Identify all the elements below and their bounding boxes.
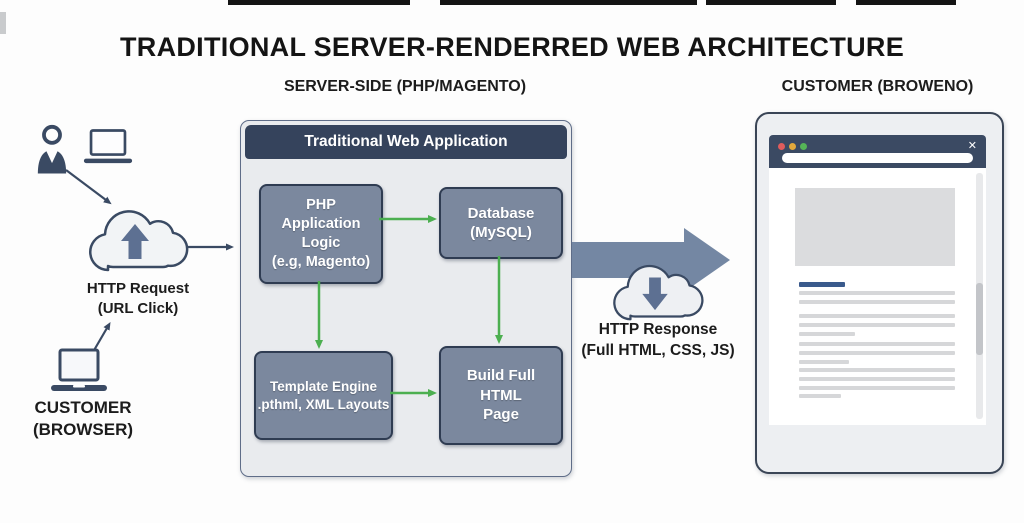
content-text-line — [799, 300, 955, 304]
traffic-light-dot — [789, 143, 796, 150]
content-text-line — [799, 342, 955, 346]
customer-laptop-icon — [51, 348, 107, 391]
arrow-user-to-cloud — [65, 169, 112, 205]
browser-close-icon: ✕ — [967, 140, 977, 152]
content-text-line — [799, 360, 849, 364]
top-crop-artifact — [706, 0, 836, 5]
response-arrow-icon — [572, 228, 730, 292]
upload-arrow-icon — [121, 224, 149, 259]
browser-address-bar — [782, 153, 973, 163]
content-text-line — [799, 377, 955, 381]
content-heading-bar — [799, 282, 845, 287]
customer-caption: CUSTOMER (BROWSER) — [18, 397, 148, 441]
browser-title-bar: ✕ — [769, 135, 986, 168]
content-text-line — [799, 314, 955, 318]
client-flow-arrows — [65, 169, 234, 353]
content-text-line — [799, 332, 855, 336]
customer-panel: ✕ — [755, 112, 1004, 474]
http-response-label: HTTP Response — [598, 321, 718, 338]
traffic-lights — [778, 143, 807, 150]
node-template-engine: Template Engine .pthml, XML Layouts — [254, 351, 393, 440]
http-response-caption: HTTP Response (Full HTML, CSS, JS) — [578, 320, 738, 362]
http-response-cloud-icon — [613, 264, 704, 321]
content-text-line — [799, 394, 841, 398]
top-crop-artifact — [856, 0, 956, 5]
http-request-label: HTTP Request — [86, 280, 190, 297]
top-crop-artifact — [228, 0, 410, 5]
http-request-cloud-icon — [89, 210, 189, 272]
page-title: TRADITIONAL SERVER-RENDERRED WEB ARCHITE… — [119, 32, 905, 63]
download-arrow-icon — [642, 277, 668, 311]
content-text-line — [799, 291, 955, 295]
node-php-application-logic: PHP Application Logic (e.g, Magento) — [259, 184, 383, 284]
traffic-light-dot — [778, 143, 785, 150]
top-crop-artifact — [440, 0, 697, 5]
browser-scrollbar-thumb — [976, 283, 983, 355]
server-side-label: SERVER-SIDE (PHP/MAGENTO) — [283, 78, 527, 95]
content-text-line — [799, 323, 955, 327]
content-image-placeholder — [795, 188, 955, 266]
server-panel-header: Traditional Web Application — [245, 125, 567, 159]
content-text-line — [799, 368, 955, 372]
person-icon — [37, 124, 67, 174]
left-edge-artifact — [0, 12, 6, 34]
server-panel: Traditional Web Application PHP Applicat… — [240, 120, 572, 477]
node-database-mysql: Database (MySQL) — [439, 187, 563, 259]
http-request-caption: HTTP Request (URL Click) — [58, 279, 218, 320]
customer-label: CUSTOMER — [34, 398, 132, 417]
laptop-icon — [83, 129, 133, 164]
customer-side-label: CUSTOMER (BROWENO) — [781, 78, 974, 95]
content-text-line — [799, 386, 955, 390]
http-response-sub: (Full HTML, CSS, JS) — [581, 341, 735, 359]
browser-scrollbar — [976, 173, 983, 419]
http-request-sub: (URL Click) — [97, 300, 179, 318]
node-build-full-html-page: Build Full HTML Page — [439, 346, 563, 445]
browser-content — [769, 168, 986, 425]
customer-sub: (BROWSER) — [32, 420, 134, 440]
content-text-line — [799, 351, 955, 355]
arrow-laptop-to-cloud — [92, 321, 111, 353]
traffic-light-dot — [800, 143, 807, 150]
